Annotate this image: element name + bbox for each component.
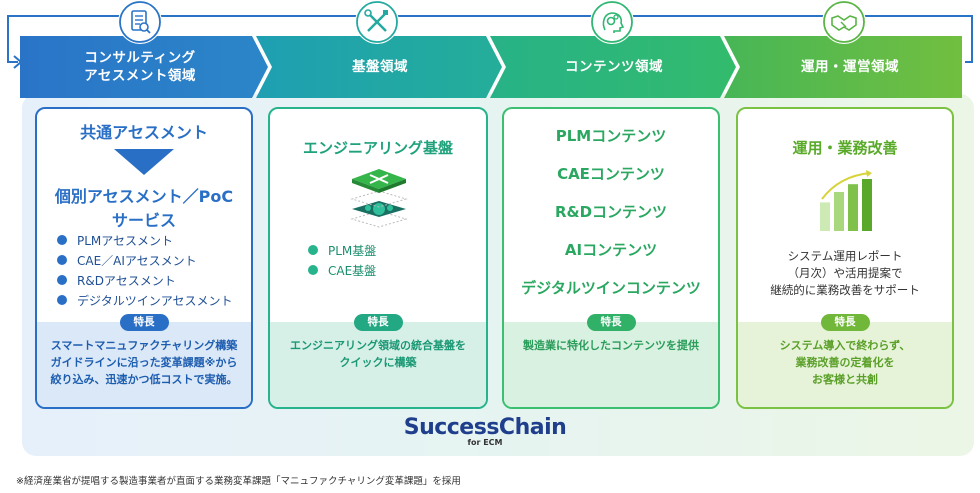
card-platform: エンジニアリング基盤 PLM基盤 CAE基盤 特長 エンジニアリング領域の統合基… [268,107,488,409]
feature-text: システム導入で終わらず、 業務改善の定着化を お客様と共創 [780,337,911,388]
gear-head-icon [590,0,634,44]
feature-badge: 特長 [820,314,870,331]
card-description: システム運用レポート （月次）や活用提案で 継続的に業務改善をサポート [738,248,952,299]
chevron-label-line: 基盤領域 [352,59,408,75]
feature-line: エンジニアリング領域の統合基盤を [290,339,466,352]
list-item: PLM基盤 [308,240,376,260]
chevron-label-line: コンサルティング [84,50,196,66]
chevron-label-contents: コンテンツ領域 [504,36,724,98]
down-arrow-icon [114,149,174,175]
chevron-operations [724,36,962,98]
improvement-bar [820,202,830,231]
bullet-dot-icon [308,265,318,275]
improvement-bar [862,179,872,231]
improvement-bars-illustration [820,170,872,231]
feature-line: お客様と共創 [812,373,878,386]
description-line: 継続的に業務改善をサポート [770,283,920,297]
cycle-flow-diagram [7,15,973,98]
contents-item: CAEコンテンツ [557,165,665,183]
bullet-dot-icon [308,245,318,255]
feature-line: 絞り込み、迅速かつ低コストで実施。 [50,373,238,386]
feature-section: 特長 スマートマニュファクチャリング構築 ガイドラインに沿った変革課題※から 絞… [37,314,251,407]
feature-text: スマートマニュファクチャリング構築 ガイドラインに沿った変革課題※から 絞り込み… [51,337,238,388]
list-item-label: PLMアセスメント [77,233,174,248]
contents-list: PLMコンテンツ CAEコンテンツ R&Dコンテンツ AIコンテンツ デジタルツ… [504,117,718,307]
chevron-label-line: アセスメント領域 [84,68,196,84]
growth-curve [821,172,871,200]
description-line: システム運用レポート [787,249,903,263]
card-title: エンジニアリング基盤 [302,139,453,157]
tools-icon [355,0,399,44]
successchain-logo: SuccessChain for ECM [400,415,570,447]
chevron-label-operations: 運用・運営領域 [738,36,962,98]
bullet-dot-icon [57,295,67,305]
description-line: （月次）や活用提案で [787,266,903,280]
cycle-loop-line [7,15,973,63]
chevron-consulting [20,36,268,98]
list-item: CAE基盤 [308,260,376,280]
list-item-label: PLM基盤 [328,243,377,258]
card-title: 運用・業務改善 [792,139,898,157]
footnote: ※経済産業省が提唱する製造事業者が直面する業務変革課題「マニュファクチャリング変… [16,476,461,487]
chevron-platform [256,36,502,98]
feature-line: システム導入で終わらず、 [779,339,911,352]
card-title: 共通アセスメント [80,123,208,142]
feature-badge: 特長 [119,314,169,331]
list-item-label: CAE基盤 [328,263,377,278]
contents-item: PLMコンテンツ [555,127,667,145]
card-operations: 運用・業務改善 システム運用レポート （月次）や活用提案で 継続的に業務改善をサ… [736,107,954,409]
contents-item: AIコンテンツ [564,241,658,259]
platform-stack-illustration [350,169,408,228]
list-item-label: CAE／AIアセスメント [77,253,197,268]
list-item: PLMアセスメント [57,230,233,250]
list-item-label: R&Dアセスメント [77,273,176,288]
feature-line: 製造業に特化したコンテンツを提供 [523,339,699,352]
feature-section: 特長 エンジニアリング領域の統合基盤を クイックに構築 [270,314,486,407]
bullet-list: PLMアセスメント CAE／AIアセスメント R&Dアセスメント デジタルツイン… [57,230,233,310]
chevron-label-consulting: コンサルティング アセスメント領域 [20,36,260,98]
list-item-label: デジタルツインアセスメント [77,293,233,308]
bullet-dot-icon [57,275,67,285]
card-subtitle: 個別アセスメント／PoC サービス [37,185,251,233]
feature-section: 特長 システム導入で終わらず、 業務改善の定着化を お客様と共創 [738,314,952,407]
growth-arrowhead [866,170,872,177]
feature-text: エンジニアリング領域の統合基盤を クイックに構築 [290,337,466,371]
feature-line: クイックに構築 [339,356,417,369]
chevron-label-line: 運用・運営領域 [801,59,899,75]
card-assessment: 共通アセスメント 個別アセスメント／PoC サービス PLMアセスメント CAE… [35,107,253,409]
chevron-label-platform: 基盤領域 [270,36,490,98]
chevron-contents [490,36,736,98]
list-item: デジタルツインアセスメント [57,290,233,310]
handshake-icon [822,0,866,44]
feature-text: 製造業に特化したコンテンツを提供 [523,337,699,354]
list-item: CAE／AIアセスメント [57,250,233,270]
chevron-label-line: コンテンツ領域 [565,59,663,75]
contents-item: R&Dコンテンツ [554,203,668,221]
assessment-report-icon [118,0,162,44]
list-item: R&Dアセスメント [57,270,233,290]
bullet-list: PLM基盤 CAE基盤 [308,240,376,280]
improvement-bar [834,192,844,231]
card-subtitle-line: サービス [111,211,176,230]
logo-subtitle: for ECM [467,438,503,447]
feature-line: ガイドラインに沿った変革課題※から [50,356,238,369]
card-subtitle-line: 個別アセスメント／PoC [54,187,234,206]
feature-line: スマートマニュファクチャリング構築 [50,339,238,352]
feature-badge: 特長 [353,314,403,331]
card-contents: PLMコンテンツ CAEコンテンツ R&Dコンテンツ AIコンテンツ デジタルツ… [502,107,720,409]
feature-badge: 特長 [586,314,636,331]
improvement-bar [848,184,858,231]
contents-item: デジタルツインコンテンツ [521,279,701,297]
bullet-dot-icon [57,235,67,245]
feature-line: 業務改善の定着化を [795,356,895,369]
logo-wordmark: SuccessChain [403,415,567,440]
bullet-dot-icon [57,255,67,265]
feature-section: 特長 製造業に特化したコンテンツを提供 [504,314,718,407]
